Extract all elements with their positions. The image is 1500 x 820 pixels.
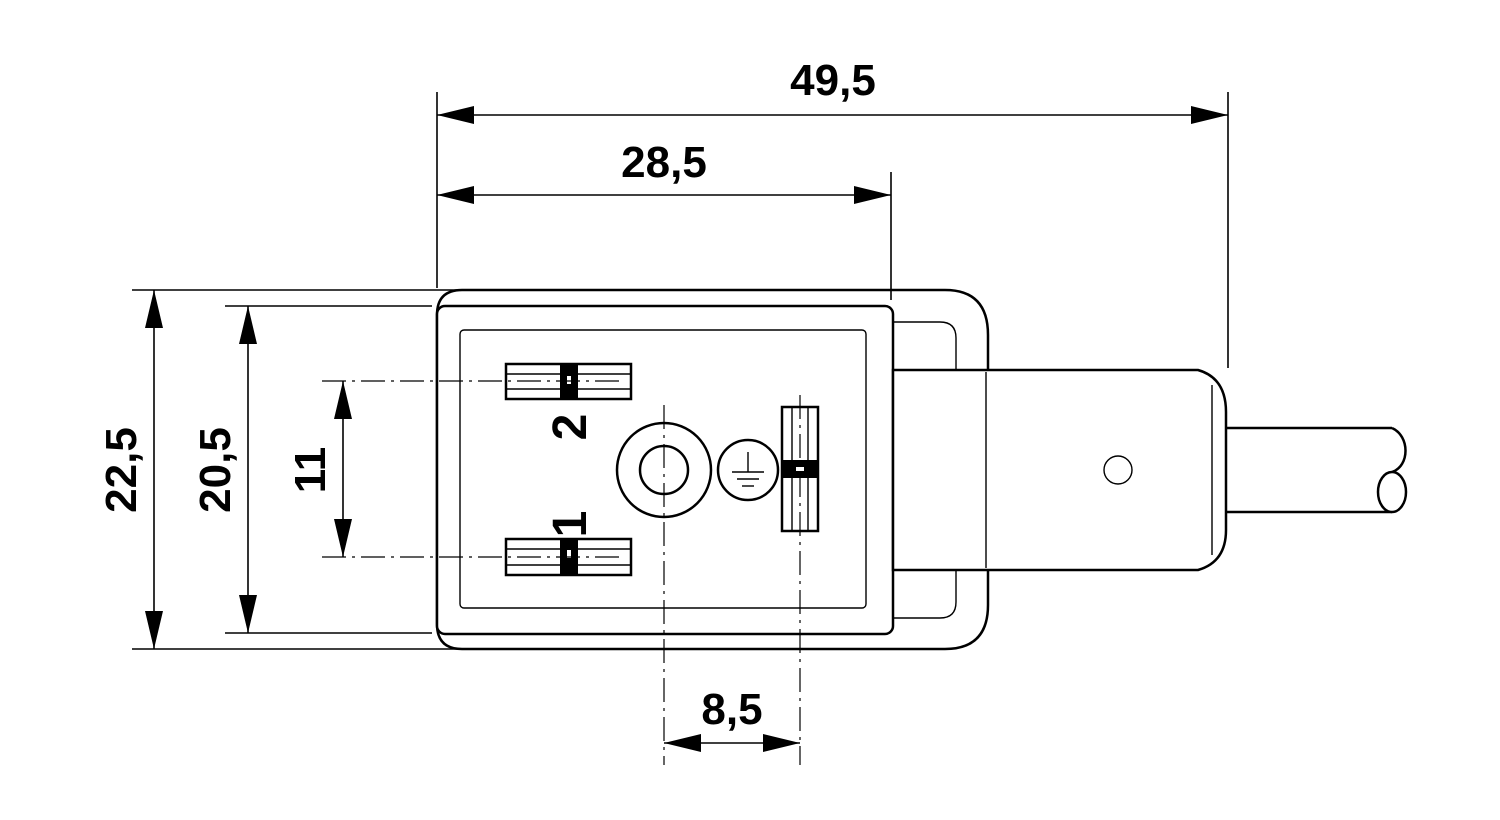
- ground-symbol-icon: [716, 438, 780, 502]
- pin-spacing-vertical-label: 11: [286, 447, 335, 494]
- front-plate-inner: [459, 329, 867, 609]
- dimension-housing-height: 20,5: [191, 306, 257, 633]
- housing-height-label: 20,5: [191, 427, 240, 513]
- cable-break-upper: [1391, 426, 1407, 474]
- pin-1-number: 1: [544, 511, 597, 538]
- cable-gland: [891, 368, 1228, 572]
- dimension-pin-spacing-horizontal: 8,5: [664, 685, 800, 752]
- extension-lines: [132, 92, 1229, 650]
- overall-length-label: 49,5: [790, 56, 876, 105]
- gland-sleeve: [891, 368, 1228, 572]
- pin-2-number: 2: [544, 414, 597, 441]
- center-lines: [322, 380, 801, 765]
- cable-break-lower: [1376, 470, 1408, 514]
- dimension-housing-length: 28,5: [437, 138, 891, 204]
- gland-screw-icon: [1103, 455, 1133, 485]
- dimension-overall-height: 22,5: [97, 290, 163, 649]
- dimension-overall-length: 49,5: [437, 56, 1228, 124]
- dimension-pin-spacing-vertical: 11: [286, 381, 352, 557]
- overall-height-label: 22,5: [97, 427, 146, 513]
- cable-stub: [1226, 426, 1408, 514]
- pin-spacing-horizontal-label: 8,5: [701, 685, 762, 734]
- housing-length-label: 28,5: [621, 138, 707, 187]
